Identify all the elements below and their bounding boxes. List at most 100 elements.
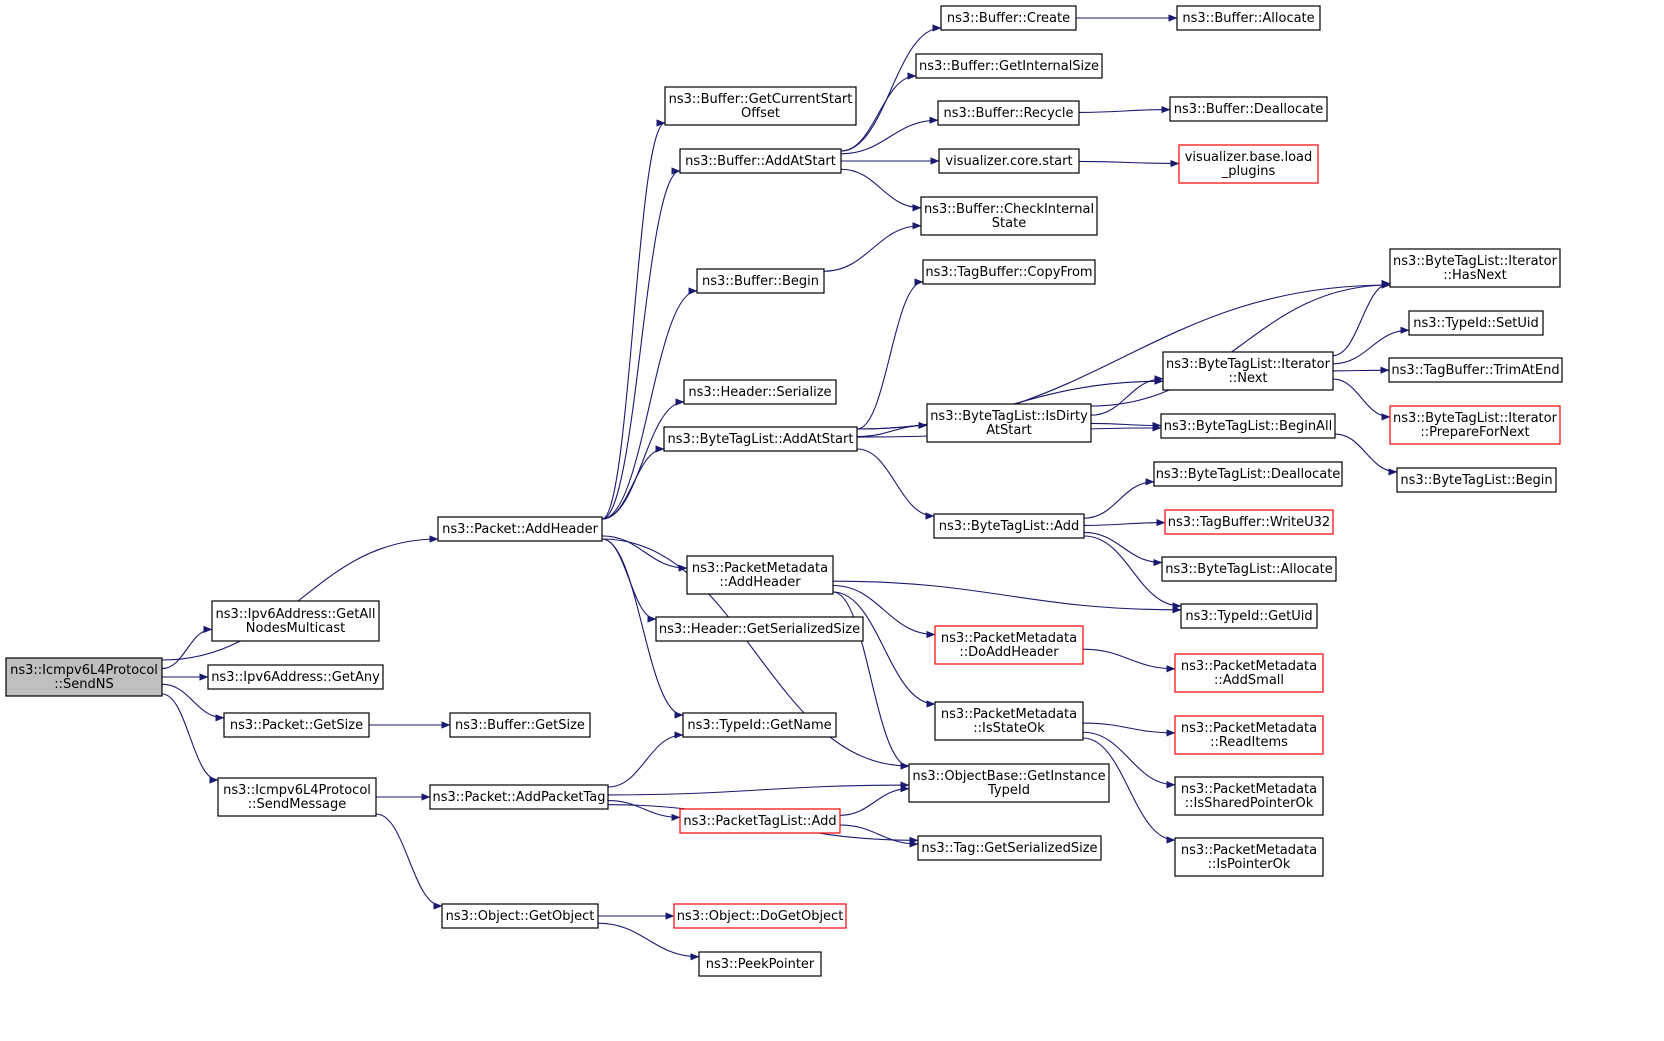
- graph-node-tbwriteu32[interactable]: ns3::TagBuffer::WriteU32: [1164, 509, 1334, 535]
- graph-node-addheader[interactable]: ns3::Packet::AddHeader: [437, 516, 603, 542]
- node-box: [1174, 837, 1324, 877]
- graph-node-btlbegin[interactable]: ns3::ByteTagList::Begin: [1396, 467, 1557, 493]
- graph-node-baddatstart[interactable]: ns3::Buffer::AddAtStart: [679, 148, 842, 174]
- graph-node-bcreate[interactable]: ns3::Buffer::Create: [940, 5, 1077, 31]
- call-edge-btlinext-to-btlihasnext: [1332, 279, 1391, 357]
- graph-node-hgetserialized[interactable]: ns3::Header::GetSerializedSize: [655, 616, 864, 642]
- graph-node-btlbeginall[interactable]: ns3::ByteTagList::BeginAll: [1160, 413, 1336, 439]
- node-box: [449, 712, 591, 738]
- graph-node-tbcopyfrom[interactable]: ns3::TagBuffer::CopyFrom: [922, 259, 1096, 285]
- call-edge-brecycle-to-bdeallocate: [1078, 106, 1171, 114]
- node-label-line: ns3::Buffer::GetInternalSize: [919, 59, 1099, 74]
- graph-node-peekpointer[interactable]: ns3::PeekPointer: [698, 951, 822, 977]
- graph-node-btldeallocate[interactable]: ns3::ByteTagList::Deallocate: [1153, 461, 1343, 487]
- graph-node-pmaddheader[interactable]: ns3::PacketMetadata::AddHeader: [686, 555, 834, 595]
- graph-node-bgetsize[interactable]: ns3::Buffer::GetSize: [449, 712, 591, 738]
- graph-node-pmisstateok[interactable]: ns3::PacketMetadata::IsStateOk: [934, 701, 1084, 741]
- graph-node-pmdoaddheader[interactable]: ns3::PacketMetadata::DoAddHeader: [934, 625, 1084, 665]
- node-label-line: ::SendMessage: [248, 797, 346, 812]
- call-edge-btlisdirty-to-btlihasnext: [1090, 281, 1391, 407]
- call-edge-sendns-to-pgetsize: [161, 683, 225, 722]
- node-box: [908, 763, 1110, 803]
- call-edge-addheader-to-pmaddheader: [601, 535, 688, 572]
- node-label-line: ns3::PacketMetadata: [1181, 843, 1317, 858]
- node-label-line: ns3::PacketMetadata: [941, 631, 1077, 646]
- node-label-line: ns3::Tag::GetSerializedSize: [921, 841, 1097, 856]
- node-label-line: ns3::PacketMetadata: [692, 561, 828, 576]
- graph-node-sendns: ns3::Icmpv6L4Protocol::SendNS: [5, 657, 163, 697]
- node-box: [1176, 5, 1321, 31]
- node-box: [934, 625, 1084, 665]
- graph-node-taggetserialized[interactable]: ns3::Tag::GetSerializedSize: [917, 835, 1102, 861]
- node-label-line: ns3::Buffer::GetSize: [455, 718, 585, 733]
- node-box: [217, 777, 377, 817]
- node-label-line: ns3::Header::Serialize: [688, 385, 831, 400]
- call-edge-addheader-to-hserialize: [601, 398, 685, 520]
- graph-node-getname[interactable]: ns3::TypeId::GetName: [682, 712, 837, 738]
- node-box: [429, 784, 609, 810]
- node-label-line: ns3::PacketMetadata: [1181, 659, 1317, 674]
- graph-node-bdeallocate[interactable]: ns3::Buffer::Deallocate: [1169, 96, 1328, 122]
- call-edge-btladdatstart-to-btlisdirty: [856, 421, 928, 438]
- graph-node-btlipreparefornext[interactable]: ns3::ByteTagList::Iterator::PrepareForNe…: [1389, 405, 1561, 445]
- graph-node-btlinext[interactable]: ns3::ByteTagList::Iterator::Next: [1162, 351, 1334, 391]
- graph-node-pmissharedptr[interactable]: ns3::PacketMetadata::IsSharedPointerOk: [1174, 776, 1324, 816]
- node-box: [920, 196, 1098, 236]
- graph-node-getobject[interactable]: ns3::Object::GetObject: [441, 903, 599, 929]
- call-edge-sendns-to-getallnodes: [161, 625, 213, 670]
- graph-node-hserialize[interactable]: ns3::Header::Serialize: [683, 379, 837, 405]
- node-label-line: ns3::TypeId::SetUid: [1413, 316, 1538, 331]
- node-label-line: ns3::Icmpv6L4Protocol: [223, 783, 371, 798]
- node-box: [663, 426, 858, 452]
- node-label-line: ns3::TagBuffer::CopyFrom: [925, 265, 1092, 280]
- graph-node-ptladd[interactable]: ns3::PacketTagList::Add: [679, 808, 841, 834]
- call-edge-addheader-to-btladdatstart: [601, 445, 665, 520]
- call-edge-btladdatstart-to-tbcopyfrom: [856, 278, 924, 430]
- graph-node-btlihasnext[interactable]: ns3::ByteTagList::Iterator::HasNext: [1389, 248, 1561, 288]
- node-box: [441, 903, 599, 929]
- node-box: [1174, 776, 1324, 816]
- graph-node-btlallocate[interactable]: ns3::ByteTagList::Allocate: [1161, 556, 1337, 582]
- call-edge-addheader-to-obgetinstance: [601, 538, 910, 770]
- node-box: [686, 555, 834, 595]
- graph-node-brecycle[interactable]: ns3::Buffer::Recycle: [937, 100, 1080, 126]
- call-edge-pmaddheader-to-typegetuid: [832, 580, 1182, 614]
- node-label-line: ns3::ByteTagList::Iterator: [1166, 357, 1331, 372]
- graph-node-dogetobject[interactable]: ns3::Object::DoGetObject: [673, 903, 847, 929]
- call-edge-btlbeginall-to-btlbegin: [1334, 433, 1398, 476]
- graph-node-pgetsize[interactable]: ns3::Packet::GetSize: [223, 712, 370, 738]
- node-box: [1388, 357, 1563, 383]
- graph-node-typegetuid[interactable]: ns3::TypeId::GetUid: [1180, 603, 1318, 629]
- graph-node-pmaddsmall[interactable]: ns3::PacketMetadata::AddSmall: [1174, 653, 1324, 693]
- graph-node-btladd[interactable]: ns3::ByteTagList::Add: [933, 513, 1085, 539]
- node-label-line: ns3::Packet::GetSize: [230, 718, 363, 733]
- graph-node-pmispointerok[interactable]: ns3::PacketMetadata::IsPointerOk: [1174, 837, 1324, 877]
- graph-node-addpackettag[interactable]: ns3::Packet::AddPacketTag: [429, 784, 609, 810]
- call-edge-pmisstateok-to-pmissharedptr: [1082, 731, 1176, 789]
- graph-node-bbegin[interactable]: ns3::Buffer::Begin: [696, 268, 825, 294]
- graph-node-getany[interactable]: ns3::Ipv6Address::GetAny: [207, 664, 384, 690]
- node-label-line: ns3::Icmpv6L4Protocol: [10, 663, 158, 678]
- node-box: [933, 513, 1085, 539]
- graph-node-bgetinternalsize[interactable]: ns3::Buffer::GetInternalSize: [915, 53, 1103, 79]
- graph-node-sendmessage[interactable]: ns3::Icmpv6L4Protocol::SendMessage: [217, 777, 377, 817]
- graph-node-typesetuid[interactable]: ns3::TypeId::SetUid: [1408, 310, 1544, 336]
- graph-node-ballocate[interactable]: ns3::Buffer::Allocate: [1176, 5, 1321, 31]
- call-edge-sendns-to-addheader: [161, 535, 439, 661]
- graph-node-tbtrimatend[interactable]: ns3::TagBuffer::TrimAtEnd: [1388, 357, 1563, 383]
- node-label-line: ns3::ByteTagList::Deallocate: [1156, 467, 1341, 482]
- graph-node-pmreaditems[interactable]: ns3::PacketMetadata::ReadItems: [1174, 715, 1324, 755]
- graph-node-vcorestart[interactable]: visualizer.core.start: [938, 148, 1080, 174]
- node-box: [437, 516, 603, 542]
- graph-node-btladdatstart[interactable]: ns3::ByteTagList::AddAtStart: [663, 426, 858, 452]
- node-label-line: _plugins: [1221, 164, 1276, 179]
- graph-node-vbaseload[interactable]: visualizer.base.load_plugins: [1178, 144, 1319, 184]
- node-label-line: ns3::TagBuffer::WriteU32: [1168, 515, 1330, 530]
- call-edge-pmaddheader-to-pmisstateok: [832, 591, 936, 708]
